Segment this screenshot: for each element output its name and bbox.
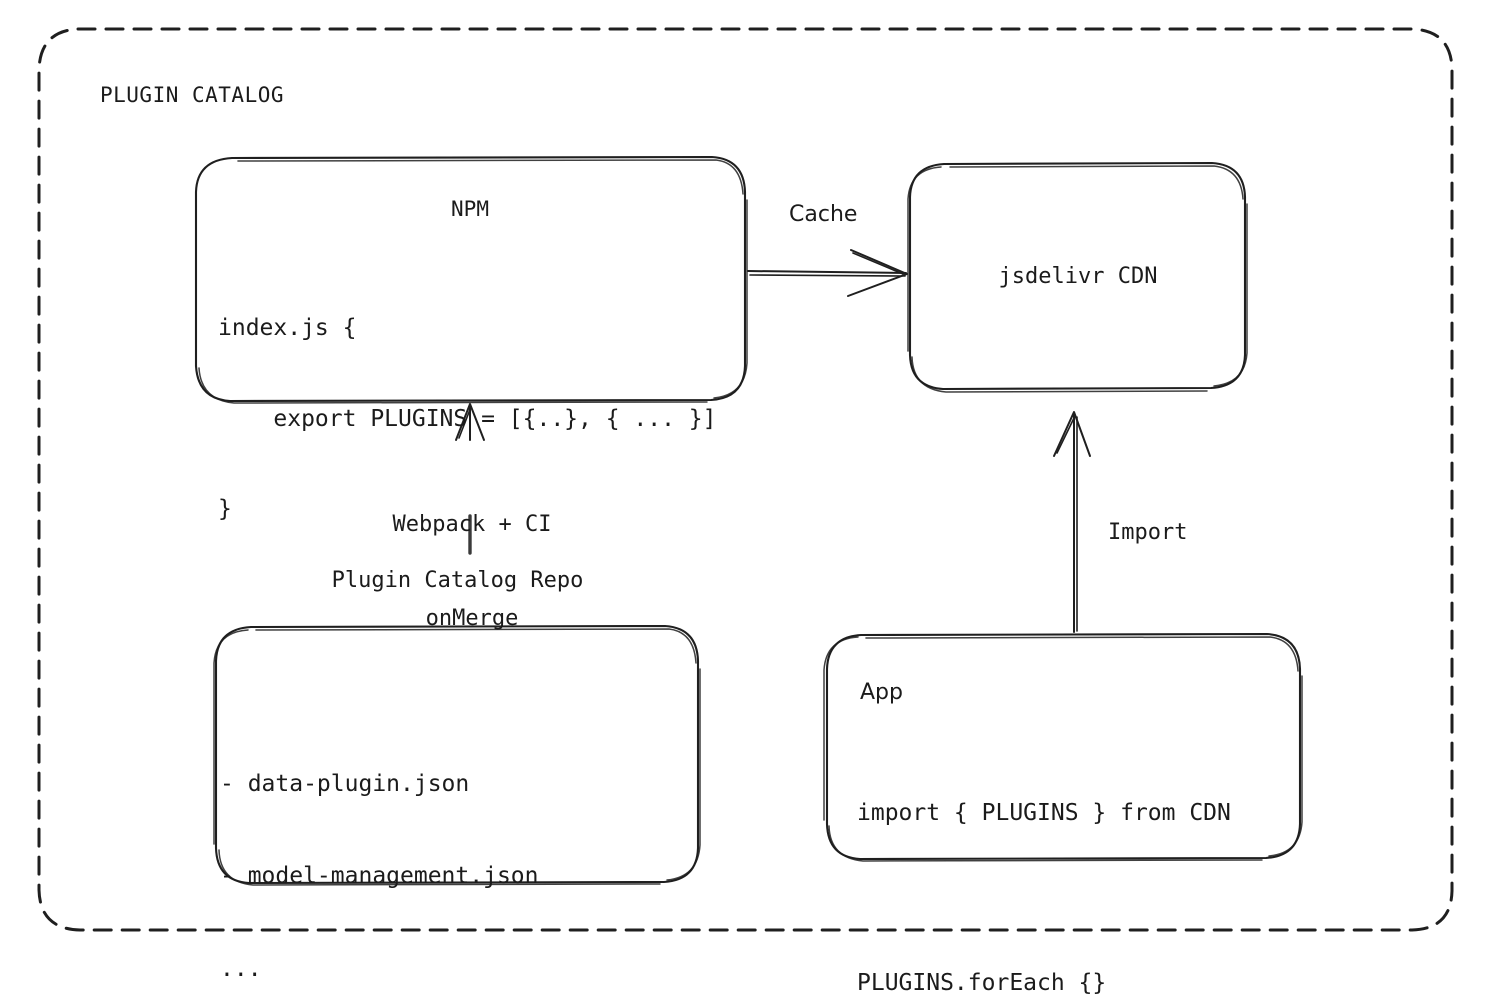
repo-file-list: - data-plugin.json - model-management.js…	[220, 707, 539, 1002]
import-arrow	[1053, 411, 1091, 633]
repo-file-item: - data-plugin.json	[220, 770, 470, 797]
npm-code-line-3: }	[218, 496, 232, 522]
repo-node-title: Plugin Catalog Repo	[331, 568, 584, 593]
npm-node-title: NPM	[451, 197, 489, 221]
build-edge-label: Webpack + CI onMerge	[336, 447, 608, 697]
cdn-node-title: jsdelivr CDN	[998, 264, 1158, 289]
cache-edge-label: Cache	[789, 202, 858, 227]
npm-code-block: index.js { export PLUGINS = [{..}, { ...…	[218, 253, 717, 584]
plugin-catalog-title: PLUGIN CATALOG	[100, 83, 285, 107]
app-code-spacer	[857, 890, 1231, 906]
app-node-title: App	[860, 680, 903, 705]
repo-file-item: - model-management.json	[220, 863, 539, 890]
app-code-line-2: PLUGINS.forEach {}	[857, 969, 1107, 996]
build-edge-label-line-2: onMerge	[425, 606, 519, 632]
import-edge-label: Import	[1108, 520, 1188, 545]
app-code-line-1: import { PLUGINS } from CDN	[857, 799, 1231, 826]
npm-code-line-1: index.js {	[218, 315, 357, 342]
npm-code-line-2: export PLUGINS = [{..}, { ... }]	[218, 405, 717, 432]
app-code-block: import { PLUGINS } from CDN PLUGINS.forE…	[857, 736, 1231, 1002]
build-edge-label-line-1: Webpack + CI	[392, 512, 552, 538]
cache-arrow	[747, 249, 908, 297]
repo-file-item: ...	[220, 955, 262, 982]
